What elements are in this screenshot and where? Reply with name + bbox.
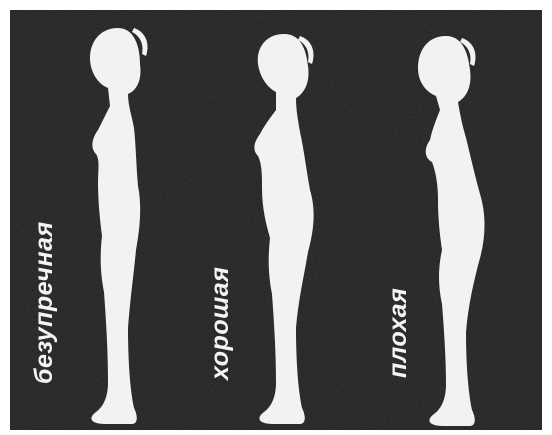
label-flawless: безупречная xyxy=(30,221,59,384)
label-poor: плохая xyxy=(384,288,413,378)
dark-panel: безупречная хорошая плохая xyxy=(10,10,542,430)
silhouettes xyxy=(10,10,542,430)
label-good: хорошая xyxy=(206,267,235,380)
